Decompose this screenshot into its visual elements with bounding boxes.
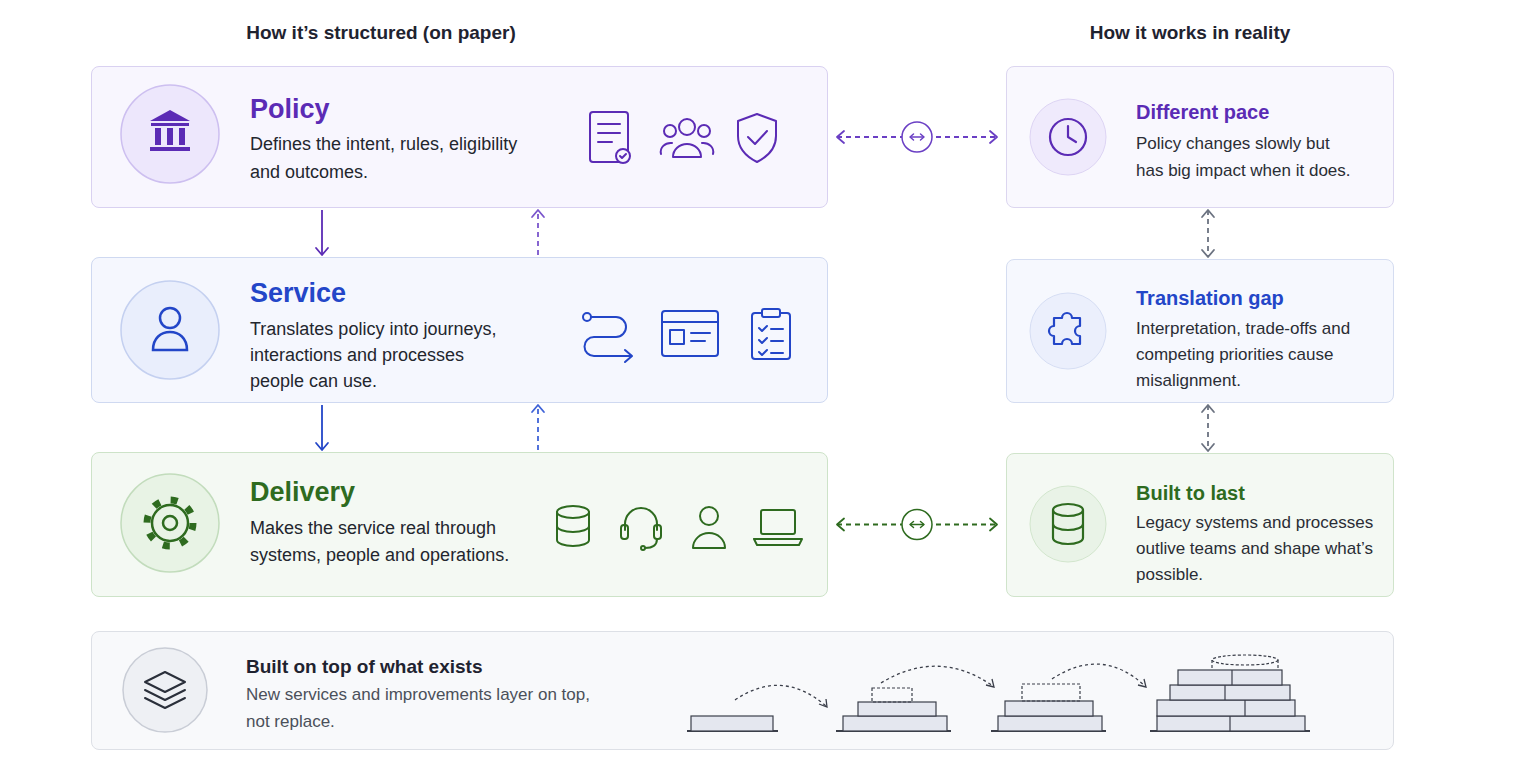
box-heading: Built to last xyxy=(1136,480,1245,506)
connector-line xyxy=(321,210,323,255)
box-heading: Translation gap xyxy=(1136,285,1284,311)
connector xyxy=(532,405,544,450)
arrowhead xyxy=(910,522,914,528)
connector xyxy=(532,210,544,255)
layer-box: ServiceTranslates policy into journeys, … xyxy=(91,257,828,403)
connector xyxy=(316,405,328,450)
box-description: Makes the service real through systems, … xyxy=(250,515,540,569)
layer-box: Translation gapInterpretation, trade-off… xyxy=(1006,259,1394,403)
layer-box: PolicyDefines the intent, rules, eligibi… xyxy=(91,66,828,208)
arrowhead xyxy=(1202,405,1214,412)
layer-box: Built to lastLegacy systems and processe… xyxy=(1006,453,1394,597)
arrowhead xyxy=(990,519,997,531)
box-heading: Delivery xyxy=(250,476,355,508)
connector-line xyxy=(1207,210,1209,257)
connector-line xyxy=(837,136,997,138)
layer-box: Different pacePolicy changes slowly but … xyxy=(1006,66,1394,208)
box-description: Interpretation, trade-offs and competing… xyxy=(1136,316,1374,394)
box-description: Policy changes slowly but has big impact… xyxy=(1136,130,1354,184)
connector xyxy=(1202,405,1214,451)
connector-line xyxy=(321,405,323,450)
arrowhead xyxy=(1202,210,1214,217)
connector xyxy=(316,210,328,255)
exchange-symbol xyxy=(910,524,924,526)
arrowhead xyxy=(990,131,997,143)
exchange-symbol xyxy=(910,136,924,138)
connector xyxy=(1202,210,1214,257)
box-heading: Different pace xyxy=(1136,99,1269,125)
box-heading: Service xyxy=(250,277,346,309)
connector-line xyxy=(1207,405,1209,451)
arrowhead xyxy=(921,134,925,140)
arrowhead xyxy=(837,131,844,143)
arrowhead xyxy=(1202,444,1214,451)
box-description: Legacy systems and processes outlive tea… xyxy=(1136,510,1381,588)
column-heading: How it’s structured (on paper) xyxy=(171,20,591,46)
arrowhead xyxy=(532,210,544,217)
connector xyxy=(837,510,997,540)
box-description: Translates policy into journeys, interac… xyxy=(250,316,512,394)
connector-line xyxy=(537,210,539,255)
arrowhead xyxy=(532,405,544,412)
arrowhead xyxy=(316,248,328,255)
connector xyxy=(837,122,997,152)
arrowhead xyxy=(1202,250,1214,257)
arrowhead xyxy=(921,522,925,528)
arrowhead xyxy=(837,519,844,531)
arrowhead xyxy=(910,134,914,140)
column-heading: How it works in reality xyxy=(980,20,1400,46)
exchange-badge xyxy=(902,122,932,152)
connector-line xyxy=(837,524,997,526)
box-heading: Policy xyxy=(250,93,330,125)
connector-line xyxy=(537,405,539,450)
layer-box: DeliveryMakes the service real through s… xyxy=(91,452,828,597)
footer-band: Built on top of what existsNew services … xyxy=(91,631,1394,750)
box-description: Defines the intent, rules, eligibility a… xyxy=(250,130,540,186)
box-heading: Built on top of what exists xyxy=(246,655,482,679)
exchange-badge xyxy=(902,510,932,540)
arrowhead xyxy=(316,443,328,450)
box-description: New services and improvements layer on t… xyxy=(246,681,596,735)
